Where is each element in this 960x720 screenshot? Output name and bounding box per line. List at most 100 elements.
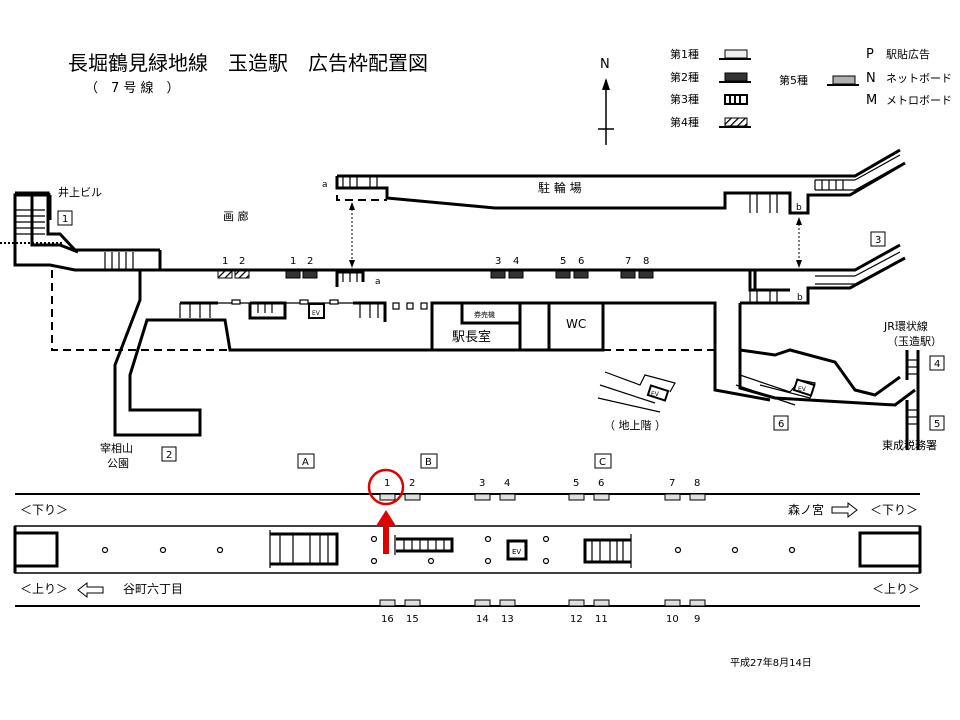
legend-type2-swatch: [724, 72, 748, 82]
elevator-icon: [646, 384, 670, 402]
ad-type2-5: [555, 270, 571, 279]
ticket-machine-label: 券売機: [474, 310, 495, 319]
platform-ad-number: 7: [669, 478, 675, 489]
platform-ad-number: 5: [573, 478, 579, 489]
legend: 第1種 第2種 第3種 第4種 第5種 P 駅貼広告 N ネットボード M メト…: [670, 47, 952, 129]
legend-type1-label: 第1種: [670, 47, 699, 61]
ad-type4-number: 1: [222, 256, 228, 267]
pillars: [101, 535, 796, 565]
page-subtitle: （ 7 号 線 ）: [85, 80, 180, 96]
svg-text:1: 1: [62, 214, 68, 225]
station-office-block: [430, 301, 605, 352]
ad-type2-3: [490, 270, 506, 279]
elevator-icon: [308, 303, 325, 319]
ground-level-label: （ 地上階 ）: [604, 418, 666, 432]
platform-ad-number: 12: [570, 614, 583, 625]
down-direction-label: ＜下り＞: [20, 503, 68, 517]
legend-type5-label: 第5種: [779, 73, 808, 87]
ad-type2-number: 7: [625, 256, 631, 267]
platform-ad-15: [404, 599, 421, 607]
gate-c: C: [594, 453, 612, 469]
ad-type2-number: 2: [307, 256, 313, 267]
legend-code-n-label: ネットボード: [886, 72, 952, 85]
inoue-building-label: 井上ビル: [58, 185, 102, 199]
ad-type2-number: 4: [513, 256, 519, 267]
legend-type4-swatch: [724, 117, 748, 127]
legend-code-p: P: [866, 47, 874, 62]
svg-text:A: A: [302, 457, 309, 468]
exit-6: 6: [773, 415, 789, 431]
exit-5: 5: [929, 415, 945, 431]
platform-ad-number: 11: [595, 614, 608, 625]
legend-code-n: N: [866, 71, 876, 86]
connection-arrow-icon: [796, 217, 802, 268]
jr-station-label: （玉造駅）: [887, 334, 942, 348]
legend-type2-label: 第2種: [670, 70, 699, 84]
ad-type2-number: 5: [560, 256, 566, 267]
exit-a-label: a: [375, 277, 381, 287]
ad-type4-number: 2: [239, 256, 245, 267]
jr-line-label: JR環状線: [883, 319, 928, 333]
svg-text:3: 3: [875, 235, 881, 246]
platform-ad-number: 6: [598, 478, 604, 489]
platform-ad-14: [474, 599, 491, 607]
svg-text:4: 4: [934, 359, 940, 370]
platform-ad-number: 9: [694, 614, 700, 625]
platform-ad-number: 1: [384, 478, 390, 489]
ad-type2-6: [573, 270, 589, 279]
platform-ad-8: [689, 493, 706, 501]
bicycle-parking-label: 駐 輪 場: [538, 180, 582, 195]
platform-ad-number: 3: [479, 478, 485, 489]
exit-4: 4: [929, 355, 945, 371]
legend-type3-label: 第3種: [670, 92, 699, 106]
up-direction-label-right: ＜上り＞: [872, 582, 920, 596]
platform-ad-13: [499, 599, 516, 607]
ad-type2-number: 1: [290, 256, 296, 267]
platform-ad-7: [664, 493, 681, 501]
legend-type4-label: 第4種: [670, 115, 699, 129]
platform-ad-6: [593, 493, 610, 501]
elevator-icon: [792, 378, 816, 397]
legend-type1-swatch: [724, 49, 748, 59]
exit-a-label: a: [322, 180, 328, 190]
platform-ad-number: 10: [666, 614, 679, 625]
platform-ad-1: [379, 493, 396, 501]
down-direction-label-right: ＜下り＞: [870, 503, 918, 517]
north-arrow-icon: N: [598, 57, 614, 145]
up-direction-label: ＜上り＞: [20, 582, 68, 596]
date-label: 平成27年8月14日: [730, 656, 812, 669]
elevator-label: EV: [312, 310, 321, 317]
ad-type2-4: [508, 270, 524, 279]
legend-type5-swatch: [832, 75, 856, 85]
platform-ad-number: 14: [476, 614, 489, 625]
legend-code-m-label: メトロボード: [886, 94, 952, 107]
platform-ad-10: [664, 599, 681, 607]
svg-text:5: 5: [934, 419, 940, 430]
elevator-icon: [506, 539, 528, 561]
north-label: N: [600, 57, 610, 72]
highlight-circle: [367, 468, 405, 506]
elevator-label: EV: [512, 548, 521, 556]
legend-code-m: M: [866, 93, 877, 108]
wc-label: WC: [566, 317, 586, 331]
gallery-label: 画 廊: [223, 209, 249, 223]
ad-type2-7: [620, 270, 636, 279]
tanimachi-label: 谷町六丁目: [123, 582, 183, 596]
legend-code-p-label: 駅貼広告: [886, 47, 930, 61]
ad-type2-8: [638, 270, 654, 279]
ad-type2-number: 3: [495, 256, 501, 267]
platform-ad-number: 15: [406, 614, 419, 625]
platform-ad-number: 13: [501, 614, 514, 625]
svg-text:6: 6: [778, 419, 784, 430]
left-arrow-icon: [77, 581, 104, 599]
platform-ad-9: [689, 599, 706, 607]
svg-text:C: C: [599, 457, 606, 468]
platform-ad-number: 2: [409, 478, 415, 489]
park-label-2: 公園: [107, 457, 129, 470]
elevator-label: EV: [651, 391, 660, 398]
page-title: 長堀鶴見緑地線 玉造駅 広告枠配置図: [68, 51, 428, 75]
platform-ad-2: [404, 493, 421, 501]
platform-ad-number: 8: [694, 478, 700, 489]
